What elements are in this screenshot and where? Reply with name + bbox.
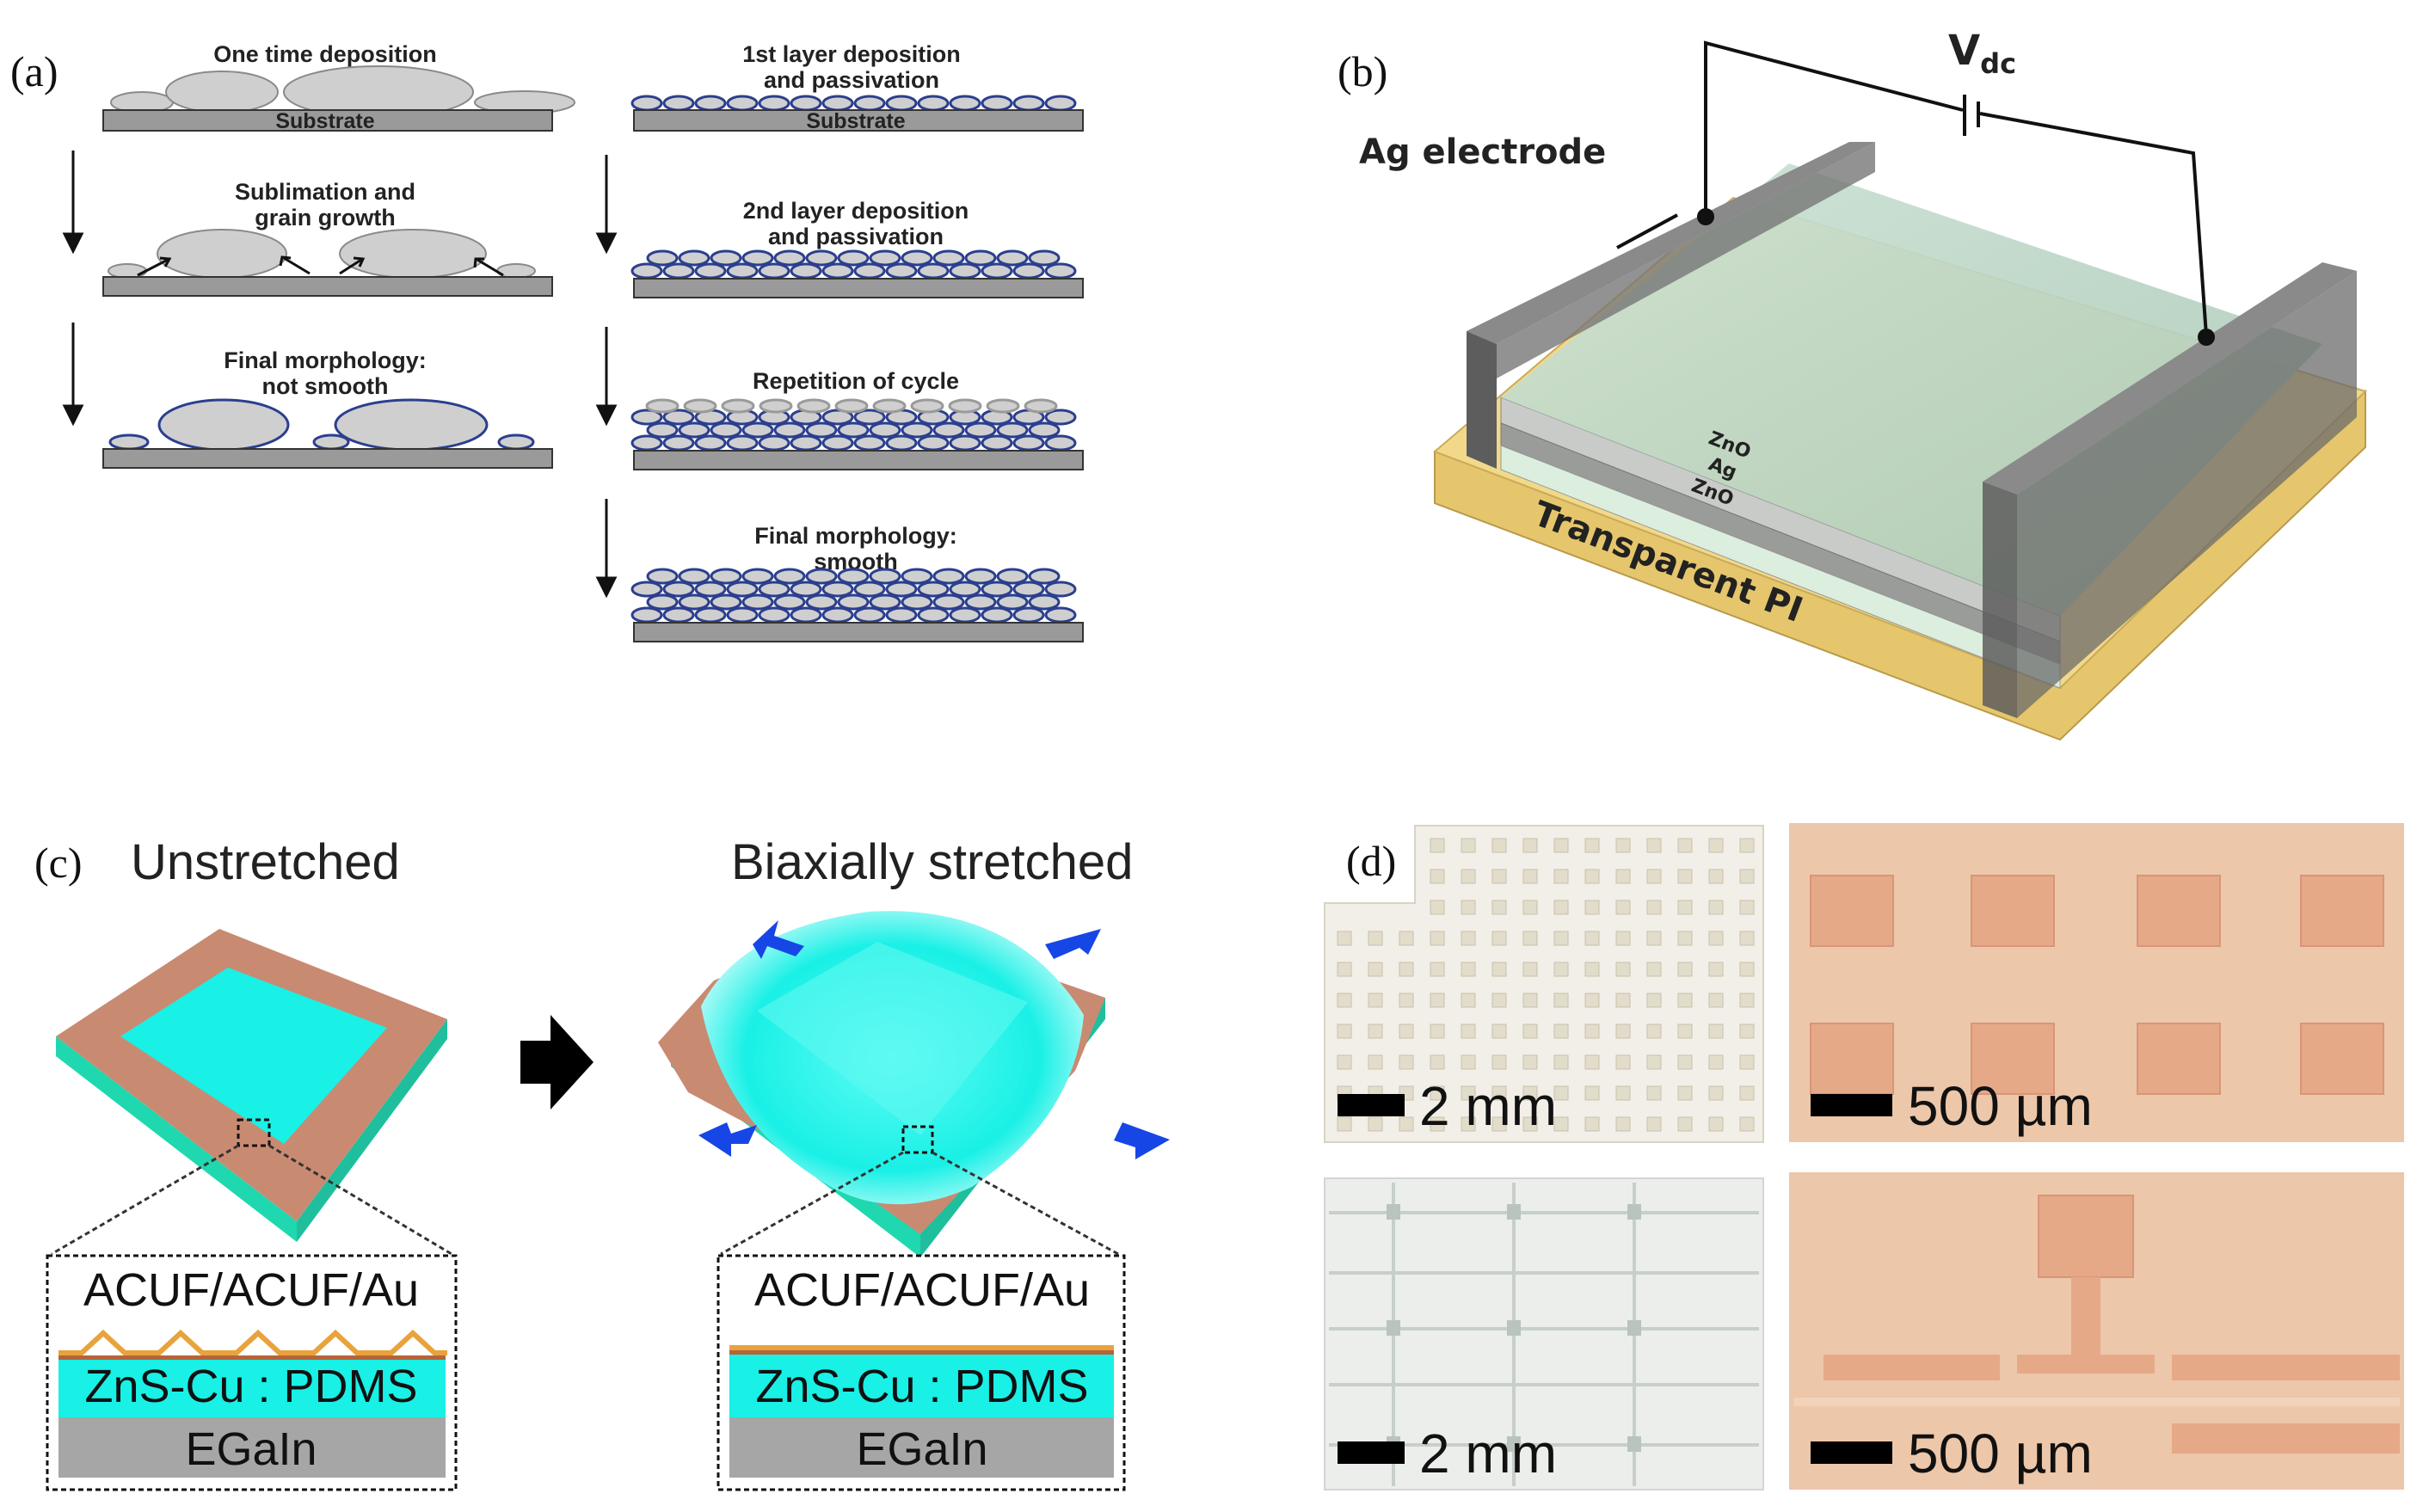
inset-left-egain-label: EGaIn [185, 1423, 317, 1475]
panel-label-d: (d) [1346, 837, 1396, 885]
micrograph-top-right [1789, 823, 2404, 1142]
substrate-label-left: Substrate [275, 109, 374, 133]
grains-layer4 [630, 568, 1077, 624]
scale-label-2: 500 µm [1908, 1075, 2093, 1137]
substrate-label-right: Substrate [806, 109, 905, 133]
scale-bar-2: 500 µm [1811, 1075, 2093, 1137]
scale-label-1: 2 mm [1419, 1075, 1557, 1137]
caption-one-time-deposition: One time deposition [213, 41, 437, 67]
title-biaxially-stretched: Biaxially stretched [731, 834, 1133, 890]
substrate-step3-right [633, 450, 1084, 470]
growth-arrows [137, 255, 504, 277]
substrate-step2-right [633, 278, 1084, 298]
title-unstretched: Unstretched [131, 834, 400, 890]
scale-bar-3: 2 mm [1338, 1423, 1557, 1484]
caption-1st-layer-2: and passivation [764, 67, 939, 93]
grains-layer1 [630, 95, 1077, 112]
electrode-right-top [1983, 262, 2357, 495]
panel-label-a: (a) [10, 47, 58, 95]
zoom-box-right [901, 1125, 934, 1154]
scale-bar-1: 2 mm [1338, 1075, 1557, 1137]
substrate-step3 [102, 448, 553, 469]
inset-stretched: ACUF/ACUF/Au ZnS-Cu : PDMS EGaIn [716, 1254, 1126, 1491]
down-arrows-right [595, 155, 618, 599]
micrograph-bottom-right [1789, 1172, 2404, 1490]
panel-a-left-column: One time deposition Substrate Sublimatio… [62, 41, 575, 469]
inset-right-egain-label: EGaIn [856, 1423, 987, 1475]
contact-point-left [1697, 208, 1714, 225]
zoom-box-left [237, 1118, 271, 1147]
inset-left-acuf-label: ACUF/ACUF/Au [83, 1264, 419, 1316]
unstretched-side-right [297, 1019, 447, 1242]
stretch-direction-arrows [698, 920, 1170, 1159]
substrate-step4-right [633, 622, 1084, 642]
grains-step1 [110, 65, 575, 119]
substrate-step1 [102, 109, 553, 132]
grains-layer3 [630, 398, 1077, 452]
panel-label-b: (b) [1338, 47, 1387, 95]
unstretched-device [51, 929, 452, 1256]
electrode-right-side [2017, 271, 2357, 718]
blue-arrow-br [1114, 1122, 1170, 1159]
contact-point-right [2198, 329, 2215, 346]
caption-repetition: Repetition of cycle [753, 368, 959, 394]
caption-final-2-left: not smooth [262, 373, 389, 399]
micrograph-top-left [1324, 825, 1764, 1143]
stretch-arrow [520, 1015, 593, 1109]
blue-arrow-tr [1045, 929, 1101, 959]
circuit [1616, 40, 2208, 336]
stretched-device [658, 911, 1119, 1257]
unstretched-cyan [120, 968, 387, 1144]
panel-d: (d) [1324, 823, 2404, 1490]
unstretched-side-left [56, 1036, 297, 1242]
caption-sublimation-2: grain growth [255, 205, 396, 230]
electrode-right-front [1983, 482, 2017, 718]
panel-a: (a) One time deposition Substrate Sublim… [10, 41, 1084, 642]
panel-a-right-column: 1st layer deposition and passivation Sub… [595, 41, 1084, 642]
inset-right-acuf-label: ACUF/ACUF/Au [754, 1264, 1090, 1316]
scale-label-4: 500 µm [1908, 1423, 2093, 1484]
panel-b: (b) Vdc Ag electrode ZnO Ag ZnO [1338, 27, 2367, 741]
inset-right-zns-label: ZnS-Cu : PDMS [755, 1361, 1088, 1412]
down-arrows-left [62, 151, 84, 427]
ag-electrode-label: Ag electrode [1359, 132, 1606, 172]
blue-arrow-tl [753, 920, 804, 959]
layer-zno-bottom [1500, 445, 2061, 689]
caption-2nd-layer-1: 2nd layer deposition [743, 198, 969, 224]
scale-bar-4: 500 µm [1811, 1423, 2093, 1484]
corrugated-au-film [58, 1329, 447, 1355]
grains-step3 [108, 398, 535, 452]
substrate-step1-right [633, 109, 1084, 132]
electrode-left-front [1467, 331, 1497, 469]
inset-left-zns-label: ZnS-Cu : PDMS [84, 1361, 417, 1412]
substrate-step2 [102, 276, 553, 297]
caption-final-1-right: Final morphology: [754, 523, 957, 549]
voltage-label: Vdc [1948, 27, 2016, 80]
grains-step2 [108, 229, 536, 279]
caption-2nd-layer-2: and passivation [768, 224, 944, 249]
inset-unstretched: ACUF/ACUF/Au ZnS-Cu : PDMS EGaIn [46, 1254, 458, 1491]
flat-au-film [729, 1345, 1114, 1350]
electrode-left-inner [1497, 142, 1875, 378]
panel-c: (c) Unstretched Biaxially stretched [34, 834, 1170, 1491]
blue-arrow-bl [698, 1122, 757, 1157]
micrograph-bottom-left [1324, 1177, 1764, 1490]
caption-sublimation-1: Sublimation and [235, 179, 415, 205]
electrode-left-top [1467, 142, 1875, 344]
panel-label-c: (c) [34, 839, 83, 887]
caption-1st-layer-1: 1st layer deposition [742, 41, 961, 67]
grains-layer2 [630, 249, 1077, 280]
caption-final-1-left: Final morphology: [224, 347, 427, 373]
scale-label-3: 2 mm [1419, 1423, 1557, 1484]
